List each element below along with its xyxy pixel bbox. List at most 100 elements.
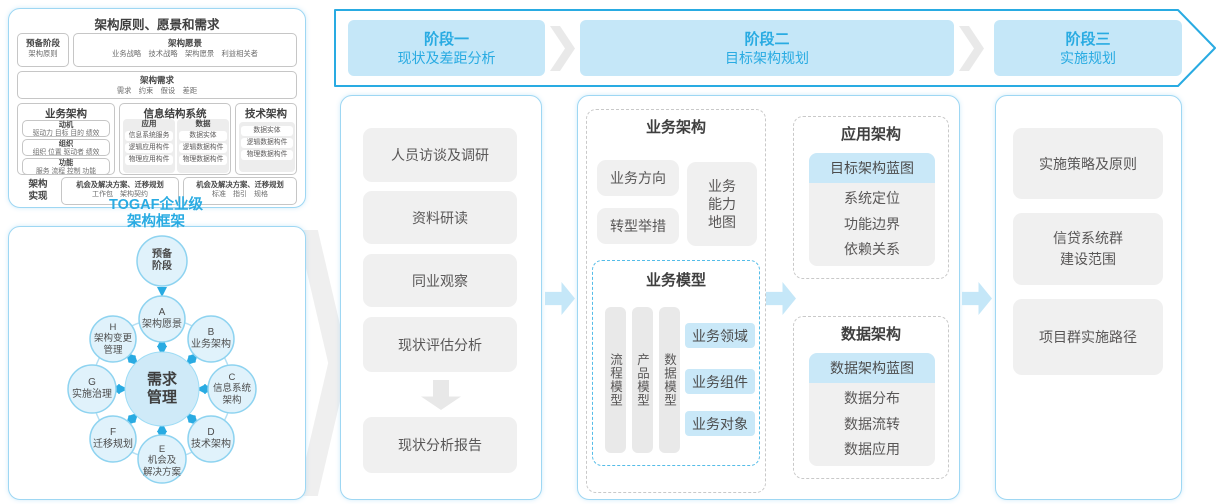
business-component-box: 业务组件 bbox=[685, 369, 755, 394]
step-box: 资料研读 bbox=[363, 191, 517, 244]
business-direction-box: 业务方向 bbox=[597, 160, 679, 196]
phase-2-title: 阶段二 bbox=[744, 30, 790, 48]
down-arrow-icon bbox=[421, 380, 461, 410]
vision-box: 架构愿景 业务战略 技术战略 架构愿景 利益相关者 bbox=[73, 33, 297, 67]
capability-map-box: 业务 能力 地图 bbox=[687, 162, 757, 246]
adm-node-a: A 架构愿景 bbox=[142, 307, 182, 330]
tech-item: 逻辑数据构件 bbox=[241, 137, 293, 148]
data-arch-title: 数据架构 bbox=[840, 326, 901, 343]
app-item: 物理应用构件 bbox=[125, 154, 173, 165]
organization-box: 组织 组织 位置 驱动者 绩效 bbox=[22, 139, 110, 156]
phase-1-title: 阶段一 bbox=[423, 30, 469, 48]
adm-node-prep: 预备 阶段 bbox=[152, 249, 172, 272]
realization-2-sub: 标准 指引 规格 bbox=[212, 191, 268, 199]
phase-1-subtitle: 现状及差距分析 bbox=[397, 49, 496, 66]
togaf-caption: TOGAF企业级 架构框架 bbox=[109, 197, 203, 231]
framework-title: 架构原则、愿景和需求 bbox=[94, 18, 220, 32]
adm-center-circle bbox=[124, 351, 200, 427]
phase-3-title: 阶段三 bbox=[1065, 30, 1111, 48]
tech-item: 数据实体 bbox=[241, 125, 293, 136]
adm-node-b: B 业务架构 bbox=[191, 327, 231, 350]
realization-2-title: 机会及解决方案、迁移规划 bbox=[196, 180, 284, 189]
application-blueprint-header: 目标架构蓝图 bbox=[809, 153, 935, 183]
function-box: 功能 服务 流程 控制 功能 bbox=[22, 158, 110, 175]
adm-node-d: D 技术架构 bbox=[191, 427, 231, 450]
adm-node-c: C 信息系统 架构 bbox=[212, 371, 252, 406]
data-item: 逻辑数据构件 bbox=[179, 142, 227, 153]
flow-arrow-1 bbox=[545, 282, 575, 315]
flow-arrow-3 bbox=[962, 282, 992, 315]
phase-3-banner: 阶段三 实施规划 bbox=[994, 20, 1182, 76]
requirements-title: 架构需求 bbox=[139, 75, 174, 85]
business-domain-box: 业务领域 bbox=[685, 323, 755, 348]
data-item: 物理数据构件 bbox=[179, 154, 227, 165]
technology-group: 数据实体 逻辑数据构件 物理数据构件 bbox=[239, 122, 295, 172]
app-item: 信息系统服务 bbox=[125, 130, 173, 141]
step-box: 同业观察 bbox=[363, 254, 517, 307]
impl-box: 项目群实施路径 bbox=[1013, 299, 1163, 375]
tech-item: 物理数据构件 bbox=[241, 149, 293, 160]
realization-box-1: 机会及解决方案、迁移规划 工作包 架构契约 bbox=[61, 177, 179, 205]
phase-1-banner: 阶段一 现状及差距分析 bbox=[348, 20, 545, 76]
motivation-box: 动机 驱动力 目标 目的 绩效 bbox=[22, 120, 110, 137]
organization-title: 组织 bbox=[58, 139, 74, 148]
prep-sub: 架构原则 bbox=[28, 49, 58, 58]
data-title: 数据 bbox=[195, 119, 211, 128]
adm-cycle-panel: 预备 阶段 A 架构愿景 B 业务架构 C 信息系统 架构 D 技术架构 E 机… bbox=[8, 226, 306, 500]
business-model-group: 业务模型 流程模型 产品模型 数据模型 业务领域 业务组件 业务对象 bbox=[592, 260, 760, 466]
data-items: 数据分布 数据流转 数据应用 bbox=[809, 383, 935, 466]
function-title: 功能 bbox=[58, 158, 74, 167]
motivation-sub: 驱动力 目标 目的 绩效 bbox=[32, 129, 100, 137]
motivation-title: 动机 bbox=[58, 120, 74, 129]
product-model-bar: 产品模型 bbox=[632, 307, 653, 453]
impl-box: 实施策略及原则 bbox=[1013, 128, 1163, 199]
prep-phase-box: 预备阶段 架构原则 bbox=[17, 33, 69, 67]
technology-arch-column: 技术架构 数据实体 逻辑数据构件 物理数据构件 bbox=[235, 103, 297, 175]
data-arch-group: 数据架构 数据架构蓝图 数据分布 数据流转 数据应用 bbox=[793, 316, 949, 479]
organization-sub: 组织 位置 驱动者 绩效 bbox=[32, 148, 100, 156]
phase-1-column: 人员访谈及调研 资料研读 同业观察 现状评估分析 现状分析报告 bbox=[340, 95, 542, 500]
app-item: 逻辑应用构件 bbox=[125, 142, 173, 153]
realization-box-2: 机会及解决方案、迁移规划 标准 指引 规格 bbox=[183, 177, 297, 205]
data-blueprint-header: 数据架构蓝图 bbox=[809, 353, 935, 383]
information-systems-title: 信息结构系统 bbox=[143, 108, 207, 120]
business-arch-group-title: 业务架构 bbox=[645, 119, 706, 136]
data-item: 数据实体 bbox=[179, 130, 227, 141]
vision-title: 架构愿景 bbox=[167, 38, 202, 48]
phase-2-subtitle: 目标架构规划 bbox=[725, 49, 809, 66]
togaf-framework-panel: 架构原则、愿景和需求 预备阶段 架构原则 架构愿景 业务战略 技术战略 架构愿景… bbox=[8, 8, 306, 208]
phase-3-column: 实施策略及原则 信贷系统群 建设范围 项目群实施路径 bbox=[995, 95, 1182, 500]
business-arch-title: 业务架构 bbox=[45, 108, 87, 120]
information-systems-column: 信息结构系统 应用 信息系统服务 逻辑应用构件 物理应用构件 数据 数据实体 逻… bbox=[119, 103, 231, 175]
vision-items: 业务战略 技术战略 架构愿景 利益相关者 bbox=[112, 49, 258, 58]
data-group: 数据 数据实体 逻辑数据构件 物理数据构件 bbox=[177, 119, 229, 173]
business-arch-group: 业务架构 业务方向 转型举措 业务 能力 地图 业务模型 流程模型 产品模型 数… bbox=[586, 109, 766, 493]
step-box: 现状评估分析 bbox=[363, 317, 517, 372]
business-model-title: 业务模型 bbox=[645, 272, 706, 289]
technology-arch-title: 技术架构 bbox=[245, 108, 287, 120]
business-arch-column: 业务架构 动机 驱动力 目标 目的 绩效 组织 组织 位置 驱动者 绩效 功能 … bbox=[17, 103, 115, 175]
application-title: 应用 bbox=[141, 119, 157, 128]
requirements-box: 架构需求 需求 约束 假设 差距 bbox=[17, 71, 297, 99]
process-model-bar: 流程模型 bbox=[605, 307, 626, 453]
adm-node-e: E 机会及 解决方案 bbox=[142, 443, 182, 478]
phase-3-subtitle: 实施规划 bbox=[1060, 49, 1116, 66]
realization-label: 架构 实现 bbox=[28, 179, 48, 202]
transformation-box: 转型举措 bbox=[597, 208, 679, 244]
business-object-box: 业务对象 bbox=[685, 411, 755, 436]
realization-1-title: 机会及解决方案、迁移规划 bbox=[76, 180, 164, 189]
phase-2-banner: 阶段二 目标架构规划 bbox=[580, 20, 954, 76]
adm-phase-circles bbox=[67, 235, 257, 484]
application-items: 系统定位 功能边界 依赖关系 bbox=[809, 183, 935, 266]
function-sub: 服务 流程 控制 功能 bbox=[35, 167, 97, 175]
adm-center-label: 需求 管理 bbox=[146, 371, 178, 406]
data-model-bar: 数据模型 bbox=[659, 307, 680, 453]
output-box: 现状分析报告 bbox=[363, 417, 517, 473]
requirements-items: 需求 约束 假设 差距 bbox=[116, 86, 198, 95]
adm-node-f: F 迁移规划 bbox=[93, 427, 133, 450]
phase-2-column: 业务架构 业务方向 转型举措 业务 能力 地图 业务模型 流程模型 产品模型 数… bbox=[577, 95, 960, 500]
adm-node-h: H 架构变更 管理 bbox=[93, 321, 133, 356]
application-group: 应用 信息系统服务 逻辑应用构件 物理应用构件 bbox=[123, 119, 175, 173]
step-box: 人员访谈及调研 bbox=[363, 128, 517, 182]
